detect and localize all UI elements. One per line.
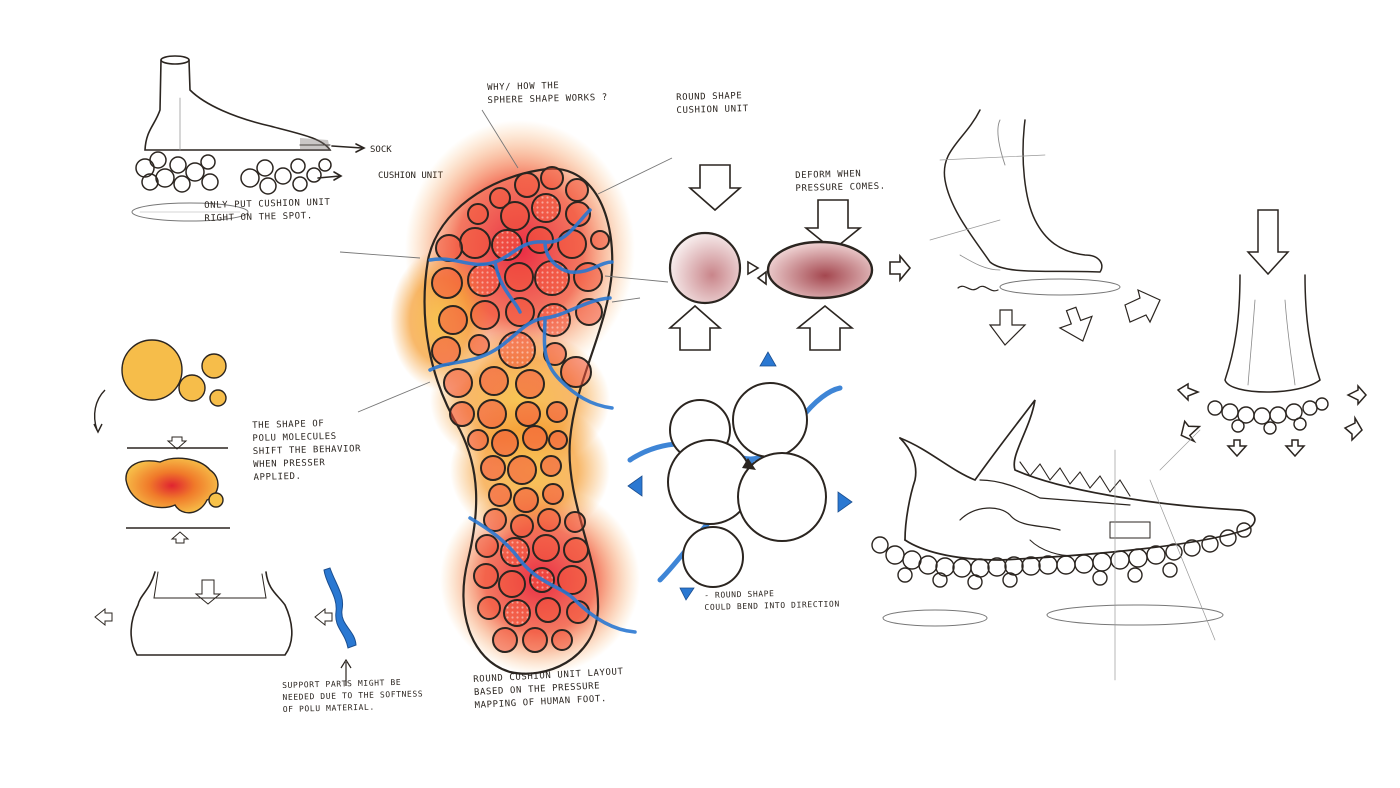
- note-round-shape-cushion: round shape cushion unit: [676, 91, 749, 116]
- cushion-block-sketch: [94, 571, 333, 656]
- support-arrow-icon: [340, 658, 352, 686]
- molecule-blobs: [93, 339, 230, 544]
- sphere-deform-diagram: [667, 164, 912, 351]
- sock-shoe-sketch: [131, 55, 366, 222]
- note-layout: round cushion unit layout based on the p…: [473, 667, 624, 711]
- note-support-parts: support parts might be needed due to the…: [282, 677, 424, 714]
- note-deform: deform when pressure comes.: [795, 169, 886, 194]
- note-shape-of-molecules: The shape of POLU molecules shift the be…: [252, 419, 362, 483]
- sphere-cluster-diagram: [627, 351, 853, 601]
- label-cushion-unit: cushion unit: [378, 171, 444, 181]
- note-put-cushion: Only put cushion unit right on the spot.: [204, 197, 331, 224]
- label-sock: sock: [370, 145, 392, 155]
- support-part-shape: [323, 567, 357, 649]
- note-why-how: why/ how the sphere shape works ?: [487, 81, 608, 106]
- shoe-concept-sketch: [871, 399, 1256, 681]
- note-round-shape-bend: - round shape could bend into direction: [704, 589, 840, 612]
- foot-side-sketch: [929, 109, 1161, 346]
- cushion-spheres-top: [135, 151, 332, 195]
- foot-pressure-map: [339, 109, 673, 675]
- leg-pressure-sketch: [1176, 209, 1368, 458]
